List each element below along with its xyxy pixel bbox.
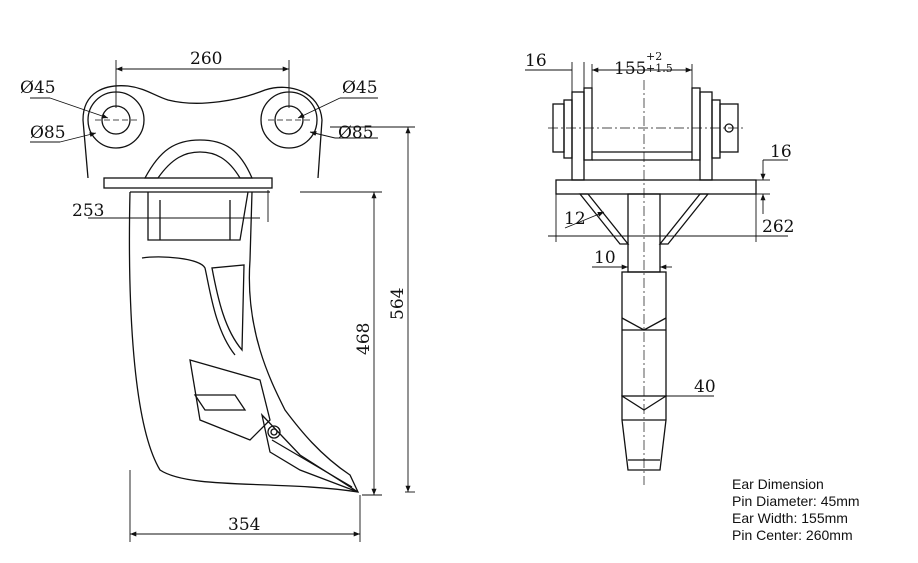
dim-base-width: 262 [762,217,794,237]
mounting-bracket [82,85,323,179]
front-view-centerlines [548,80,745,485]
side-view-dimensions [30,60,415,542]
saddle [143,139,253,179]
dim-top-offset: 253 [72,201,104,221]
dim-ear-width: 155 [614,59,646,79]
ear-plate-left [571,91,585,181]
dim-total-length: 354 [228,515,260,535]
dim-base-plate-thickness: 16 [770,142,792,162]
dim-total-height: 564 [388,288,408,320]
tooth-tip [260,412,359,493]
dim-pin-dia-right: Ø45 [342,78,378,98]
dim-pin-dia-left: Ø45 [20,78,56,98]
dim-shank-height: 468 [354,323,374,355]
base-plate [555,179,757,195]
note-title: Ear Dimension [732,476,824,492]
side-view [82,85,360,493]
note-pin-diameter: Pin Diameter: 45mm [732,493,860,509]
shank-body [128,191,360,493]
gusset-right [658,193,710,245]
dim-boss-dia-right: Ø85 [338,123,374,143]
front-view-labels: 16 155 +2 +1.5 16 12 262 10 40 [525,50,794,397]
dim-boss-dia-left: Ø85 [30,123,66,143]
top-plate [103,177,273,189]
note-pin-center: Pin Center: 260mm [732,527,853,543]
side-view-labels: 260 Ø45 Ø85 Ø45 Ø85 253 468 564 354 [20,49,408,535]
dim-gusset: 12 [564,209,586,229]
tooth-front [621,394,667,471]
dim-shank-thickness: 40 [694,377,716,397]
dim-ear-width-tol-lower: +1.5 [646,62,673,75]
dim-ear-plate-thickness: 16 [525,51,547,71]
ear-plate-right [699,91,713,181]
front-view [552,87,757,471]
tooth-adapter [189,359,271,441]
note-ear-width: Ear Width: 155mm [732,510,848,526]
dim-pin-center: 260 [190,49,222,69]
dim-shank-offset: 10 [594,248,616,268]
dim-ear-width-tol-upper: +2 [646,50,662,63]
front-view-dimensions [525,62,788,397]
ear-dimension-note: Ear Dimension Pin Diameter: 45mm Ear Wid… [732,476,860,544]
